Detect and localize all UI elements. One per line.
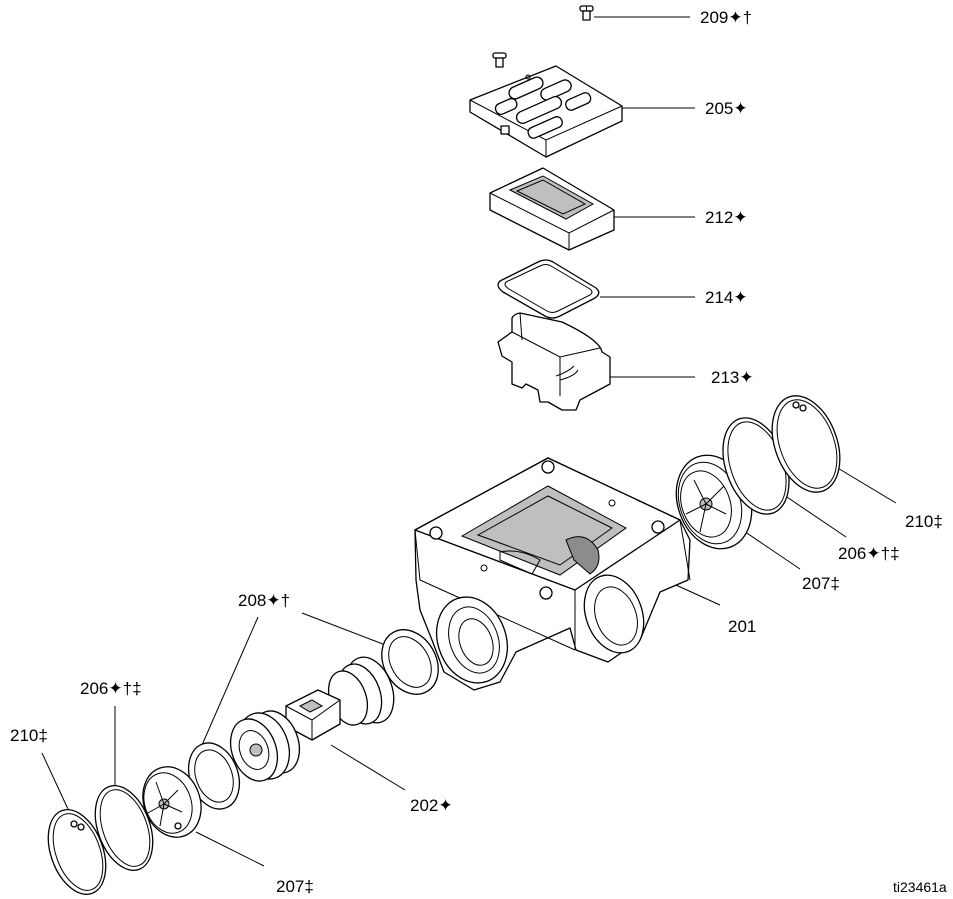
callout-cap-right: 207‡ — [802, 574, 840, 593]
frame-icon — [489, 167, 615, 251]
callout-cover: 205✦ — [705, 99, 748, 118]
retaining-ring-right-icon — [771, 395, 841, 493]
callout-cap-left: 207‡ — [276, 877, 314, 896]
callout-seal-left-outer: 208✦† — [238, 591, 290, 610]
callout-ring-left: 210‡ — [10, 726, 48, 745]
seal-left-outer-icon — [187, 629, 439, 810]
figure-id: ti23461a — [893, 879, 947, 895]
screw-top-icon — [579, 5, 594, 21]
callout-ring-right: 210‡ — [905, 512, 943, 531]
piston-icon — [229, 656, 395, 782]
callout-valve-block: 213✦ — [711, 368, 754, 387]
callout-housing: 201 — [728, 617, 756, 636]
cap-left-icon — [142, 766, 202, 838]
callout-piston: 202✦ — [410, 796, 453, 815]
screw-cover-icon — [492, 52, 507, 68]
housing-icon — [414, 457, 691, 691]
callout-seal-right: 206✦†‡ — [838, 544, 900, 563]
gasket-icon — [497, 259, 600, 319]
valve-block-icon — [497, 312, 611, 411]
callout-seal-left: 206✦†‡ — [80, 679, 142, 698]
cover-plate-icon — [469, 65, 623, 158]
retaining-ring-left-icon — [47, 809, 107, 895]
callout-gasket: 214✦ — [705, 288, 748, 307]
callout-frame: 212✦ — [705, 208, 748, 227]
callout-screw: 209✦† — [700, 8, 752, 27]
